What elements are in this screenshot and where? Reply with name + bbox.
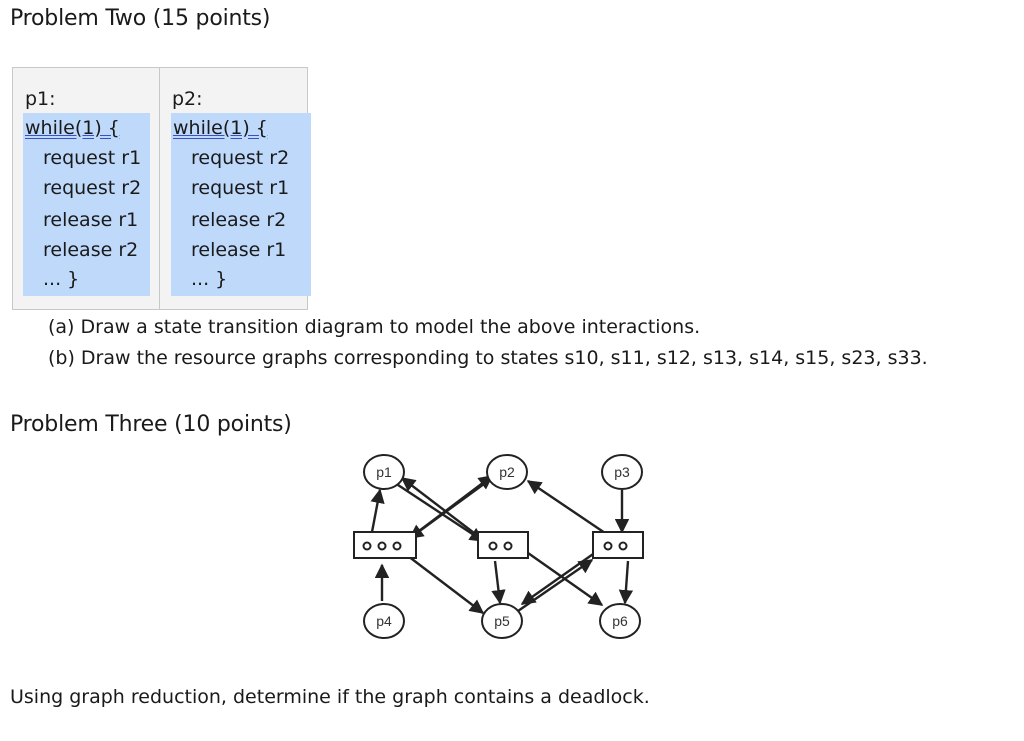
process-node-p3: p3 xyxy=(601,454,643,490)
process-node-p6: p6 xyxy=(599,603,641,639)
process-node-p4: p4 xyxy=(363,603,405,639)
p1-label: p1: xyxy=(25,88,56,110)
edge-r3-p2 xyxy=(526,480,609,536)
edge-p5-r3 xyxy=(517,559,594,612)
edge-r1-p5 xyxy=(407,555,485,614)
problem-three-question: Using graph reduction, determine if the … xyxy=(10,686,650,708)
p1-line-request-r2: request r2 xyxy=(43,177,142,199)
problem-three-title: Problem Three (10 points) xyxy=(10,412,292,437)
p2-line-request-r1: request r1 xyxy=(191,177,290,199)
edge-r3-p5-parallel xyxy=(520,551,597,605)
p2-line-release-r2: release r2 xyxy=(191,209,287,231)
p1-line-release-r2: release r2 xyxy=(43,239,139,261)
edge-r1-p2-parallel xyxy=(414,475,494,535)
p1-line-release-r1: release r1 xyxy=(43,209,139,231)
question-b: (b) Draw the resource graphs correspondi… xyxy=(48,347,928,369)
resource-r1 xyxy=(353,531,417,559)
p1-line-request-r1: request r1 xyxy=(43,147,142,169)
node-label-p6: p6 xyxy=(612,613,628,629)
question-a: (a) Draw a state transition diagram to m… xyxy=(48,316,701,338)
process-node-p1: p1 xyxy=(363,454,405,490)
edge-r2-p5 xyxy=(491,560,506,605)
node-label-p5: p5 xyxy=(494,613,510,629)
process-node-p5: p5 xyxy=(481,603,523,639)
process-p2-column: p2: while(1) { request r2 request r1 rel… xyxy=(160,68,311,309)
p2-line-while: while(1) { xyxy=(173,117,268,139)
node-label-p4: p4 xyxy=(376,613,392,629)
edge-p1-r2 xyxy=(394,481,485,543)
p2-label: p2: xyxy=(172,88,203,110)
p2-line-release-r1: release r1 xyxy=(191,239,287,261)
p1-code-block: while(1) { request r1 request r2 release… xyxy=(23,113,150,296)
resource-r2 xyxy=(477,531,529,559)
edge-r3-p6 xyxy=(618,560,634,605)
p2-line-end: ... } xyxy=(191,268,228,290)
p1-line-end: ... } xyxy=(43,268,80,290)
process-p1-column: p1: while(1) { request r1 request r2 rel… xyxy=(13,68,160,309)
edge-r2-p1-parallel xyxy=(400,477,479,537)
node-label-p3: p3 xyxy=(614,464,630,480)
resource-allocation-graph: p1 p2 p3 p4 p5 p6 xyxy=(353,454,644,639)
node-label-p1: p1 xyxy=(376,464,392,480)
problem-two-title: Problem Two (15 points) xyxy=(10,6,271,31)
resource-r3 xyxy=(592,531,644,559)
p2-line-request-r2: request r2 xyxy=(191,147,290,169)
process-node-p2: p2 xyxy=(486,454,528,490)
code-table: p1: while(1) { request r1 request r2 rel… xyxy=(12,67,311,310)
p2-code-block: while(1) { request r2 request r1 release… xyxy=(171,113,311,296)
edge-r1-p1 xyxy=(370,488,385,533)
p1-line-while: while(1) { xyxy=(25,117,120,139)
node-label-p2: p2 xyxy=(499,464,515,480)
